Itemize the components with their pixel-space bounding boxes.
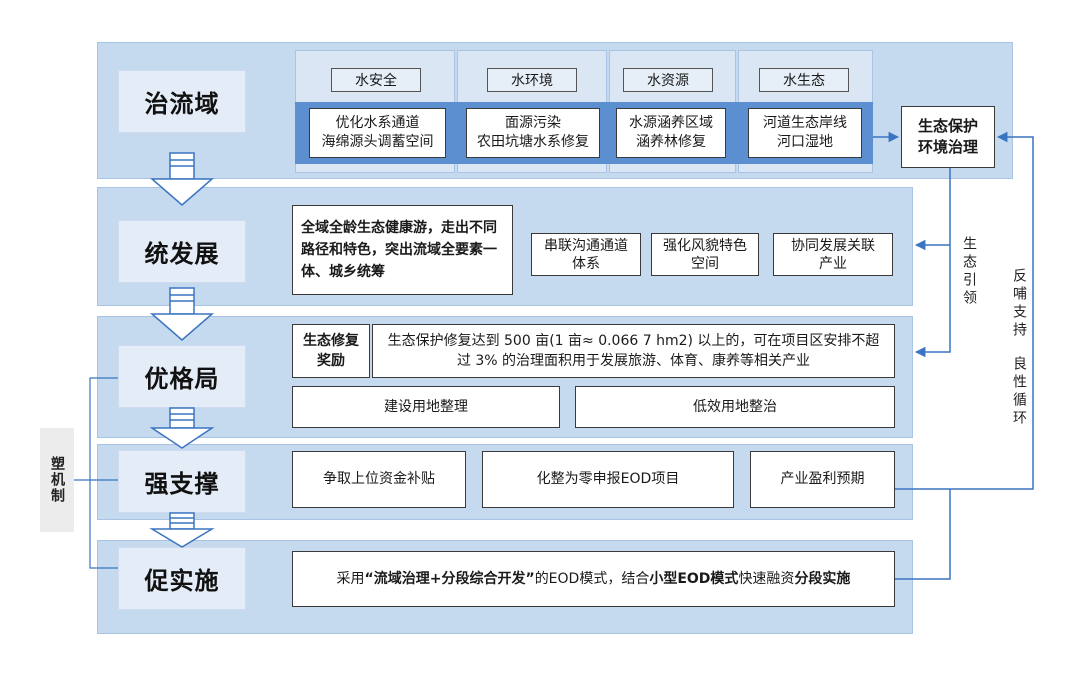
implementation-part-6: 分段实施	[794, 570, 851, 587]
stage-label-1: 治流域	[144, 90, 220, 118]
mechanism-bracket	[74, 377, 118, 569]
water-safety-header: 水安全	[331, 68, 421, 92]
support-item-3: 产业盈利预期	[750, 451, 895, 508]
support-item-2: 化整为零申报EOD项目	[482, 451, 734, 508]
down-arrow-1	[149, 152, 215, 206]
water-resource-detail: 水源涵养区域 涵养林修复	[616, 108, 726, 158]
down-arrow-2	[149, 287, 215, 341]
mechanism-label: 塑机制	[49, 456, 65, 504]
stage-label-3: 优格局	[144, 365, 220, 393]
implementation-part-5: 快速融资	[738, 570, 795, 587]
feedback-label-2: 良性循环	[1011, 356, 1027, 428]
water-environment-detail: 面源污染 农田坑塘水系修复	[466, 108, 600, 158]
water-ecology-header: 水生态	[759, 68, 849, 92]
eco-guide-label-box: 生态引领	[958, 236, 980, 336]
water-ecology-detail: 河道生态岸线 河口湿地	[748, 108, 862, 158]
support-item-1: 争取上位资金补贴	[292, 451, 466, 508]
development-item-1: 串联沟通通道 体系	[531, 233, 641, 276]
feedback-loop-line	[895, 131, 1034, 490]
implementation-part-1: 采用	[336, 570, 365, 587]
stage-box-2: 统发展	[118, 220, 246, 283]
land-item-2: 低效用地整治	[575, 386, 895, 428]
eco-guide-line	[914, 168, 951, 358]
stage-box-3: 优格局	[118, 345, 246, 408]
eco-protection-box: 生态保护 环境治理	[901, 106, 995, 168]
down-arrow-3	[149, 407, 215, 449]
feedback-label-box-1: 反哺支持	[1008, 268, 1030, 348]
stage-box-4: 强支撑	[118, 450, 246, 513]
stage-label-4: 强支撑	[144, 470, 220, 498]
implementation-text: 采用“流域治理+分段综合开发”的EOD模式，结合小型EOD模式快速融资分段实施	[292, 551, 895, 607]
development-item-3: 协同发展关联 产业	[773, 233, 893, 276]
down-arrow-4	[149, 512, 215, 548]
stage-label-2: 统发展	[144, 240, 220, 268]
water-safety-detail: 优化水系通道 海绵源头调蓄空间	[309, 108, 446, 158]
stage-box-1: 治流域	[118, 70, 246, 133]
implementation-part-2: “流域治理+分段综合开发”	[364, 570, 535, 587]
eco-reward-text: 生态保护修复达到 500 亩(1 亩≈ 0.066 7 hm2) 以上的，可在项…	[372, 324, 895, 378]
implementation-feedback-line	[895, 489, 951, 580]
feedback-label-box-2: 良性循环	[1008, 356, 1030, 436]
land-item-1: 建设用地整理	[292, 386, 560, 428]
tourism-description: 全域全龄生态健康游，走出不同路径和特色，突出流域全要素一体、城乡统筹	[292, 205, 513, 295]
stage-label-5: 促实施	[144, 567, 220, 595]
eco-reward-label: 生态修复 奖励	[292, 324, 370, 378]
implementation-part-3: 的EOD模式，结合	[534, 570, 650, 587]
development-item-2: 强化风貌特色 空间	[651, 233, 759, 276]
eco-guide-label: 生态引领	[961, 236, 977, 308]
implementation-part-4: 小型EOD模式	[649, 570, 739, 587]
mechanism-box: 塑机制	[40, 428, 74, 532]
water-environment-header: 水环境	[487, 68, 577, 92]
feedback-label-1: 反哺支持	[1011, 268, 1027, 340]
water-resource-header: 水资源	[623, 68, 713, 92]
